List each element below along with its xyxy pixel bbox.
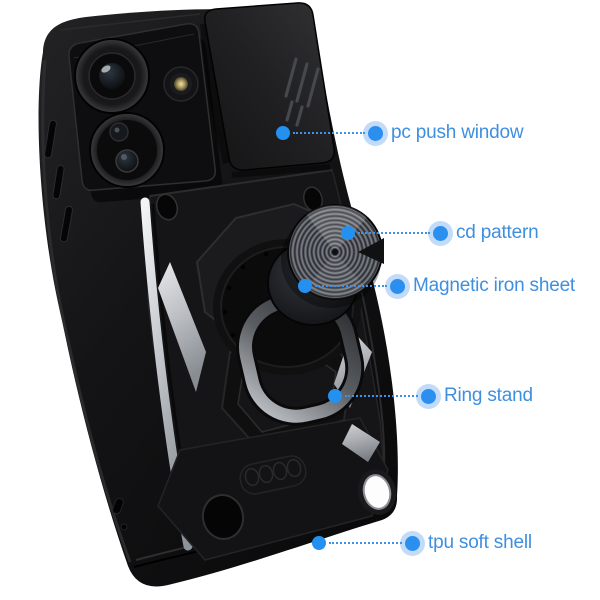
callout-label: Magnetic iron sheet: [413, 275, 576, 296]
callout-label: Ring stand: [444, 385, 533, 406]
camera-lens-secondary: [89, 112, 165, 188]
grip-slits: [284, 57, 320, 127]
callout-anchor-dot: [405, 536, 420, 551]
callout-dot: [341, 226, 355, 240]
callout-label: cd pattern: [456, 222, 539, 243]
embossed-pattern: [239, 455, 307, 495]
callout-anchor-dot: [390, 279, 405, 294]
push-window-cover: [200, 2, 335, 178]
callout-dot: [312, 536, 326, 550]
camera-lens-main: [74, 38, 150, 114]
callout-dot: [276, 126, 290, 140]
disc-notch: [358, 238, 384, 264]
ring-stand-assembly: [213, 204, 384, 426]
lanyard-hole: [362, 474, 392, 510]
silver-accent-corner: [342, 424, 380, 462]
plate-hole-bottom: [201, 494, 245, 540]
callout-line: [329, 542, 402, 544]
callout-label: tpu soft shell: [428, 532, 532, 553]
top-seam: [59, 13, 201, 31]
callout-line: [358, 232, 430, 234]
camera-module: [68, 22, 223, 203]
callout-anchor-dot: [368, 126, 383, 141]
callout-line: [345, 395, 418, 397]
callout-dot: [298, 279, 312, 293]
callout-anchor-dot: [433, 226, 448, 241]
callout-label: pc push window: [391, 122, 524, 143]
silver-chevron-left: [158, 262, 206, 392]
callout-line: [315, 285, 387, 287]
callout-anchor-dot: [421, 389, 436, 404]
callout-dot: [328, 389, 342, 403]
plate-hole-left: [155, 193, 179, 221]
side-slots: [44, 119, 74, 243]
left-bevel-highlight: [41, 59, 132, 563]
callout-line: [293, 132, 365, 134]
bottom-port-and-mic: [112, 497, 128, 531]
flash-icon: [163, 66, 199, 102]
